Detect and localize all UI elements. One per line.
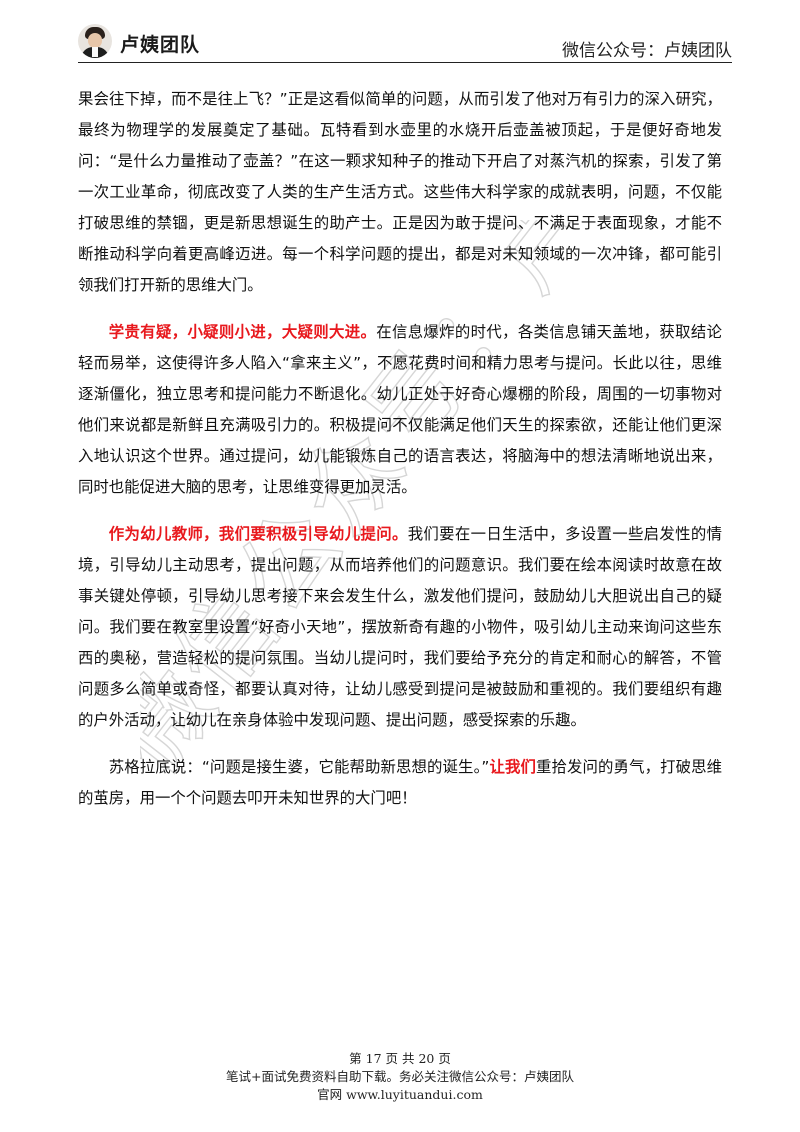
body-text: 重拾发问的勇气，打破思维的茧房，用一个个问题去叩开未知世界的大门吧！	[78, 758, 722, 807]
paragraph-3: 作为幼儿教师，我们要积极引导幼儿提问。我们要在一日生活中，多设置一些启发性的情境…	[78, 519, 722, 736]
paragraph-4: 苏格拉底说：“问题是接生婆，它能帮助新思想的诞生。”让我们重拾发问的勇气，打破思…	[78, 752, 722, 814]
wechat-account: 微信公众号：卢姨团队	[562, 41, 732, 61]
page-header: 卢姨团队 微信公众号：卢姨团队	[78, 22, 732, 63]
footer-download-note: 笔试+面试免费资料自助下载。务必关注微信公众号：卢姨团队	[226, 1069, 574, 1084]
page-number: 第 17 页 共 20 页	[349, 1051, 451, 1066]
footer-website: 官网 www.luyituandui.com	[317, 1087, 483, 1102]
paragraph-2: 学贵有疑，小疑则小进，大疑则大进。在信息爆炸的时代，各类信息铺天盖地，获取结论轻…	[78, 317, 722, 503]
highlight-text: 让我们	[489, 758, 537, 776]
highlight-text: 学贵有疑，小疑则小进，大疑则大进。	[108, 323, 377, 341]
body-text: 我们要在一日生活中，多设置一些启发性的情境，引导幼儿主动思考，提出问题，从而培养…	[78, 525, 722, 729]
avatar	[78, 24, 112, 58]
article-body: 果会往下掉，而不是往上飞？”正是这看似简单的问题，从而引发了他对万有引力的深入研…	[78, 84, 722, 830]
body-text: 苏格拉底说：“问题是接生婆，它能帮助新思想的诞生。”	[108, 758, 490, 776]
logo-text: 卢姨团队	[120, 34, 201, 56]
body-text: 果会往下掉，而不是往上飞？”正是这看似简单的问题，从而引发了他对万有引力的深入研…	[78, 90, 722, 294]
paragraph-1: 果会往下掉，而不是往上飞？”正是这看似简单的问题，从而引发了他对万有引力的深入研…	[78, 84, 722, 301]
highlight-text: 作为幼儿教师，我们要积极引导幼儿提问。	[108, 525, 408, 543]
body-text: 在信息爆炸的时代，各类信息铺天盖地，获取结论轻而易举，这使得许多人陷入“拿来主义…	[78, 323, 722, 496]
